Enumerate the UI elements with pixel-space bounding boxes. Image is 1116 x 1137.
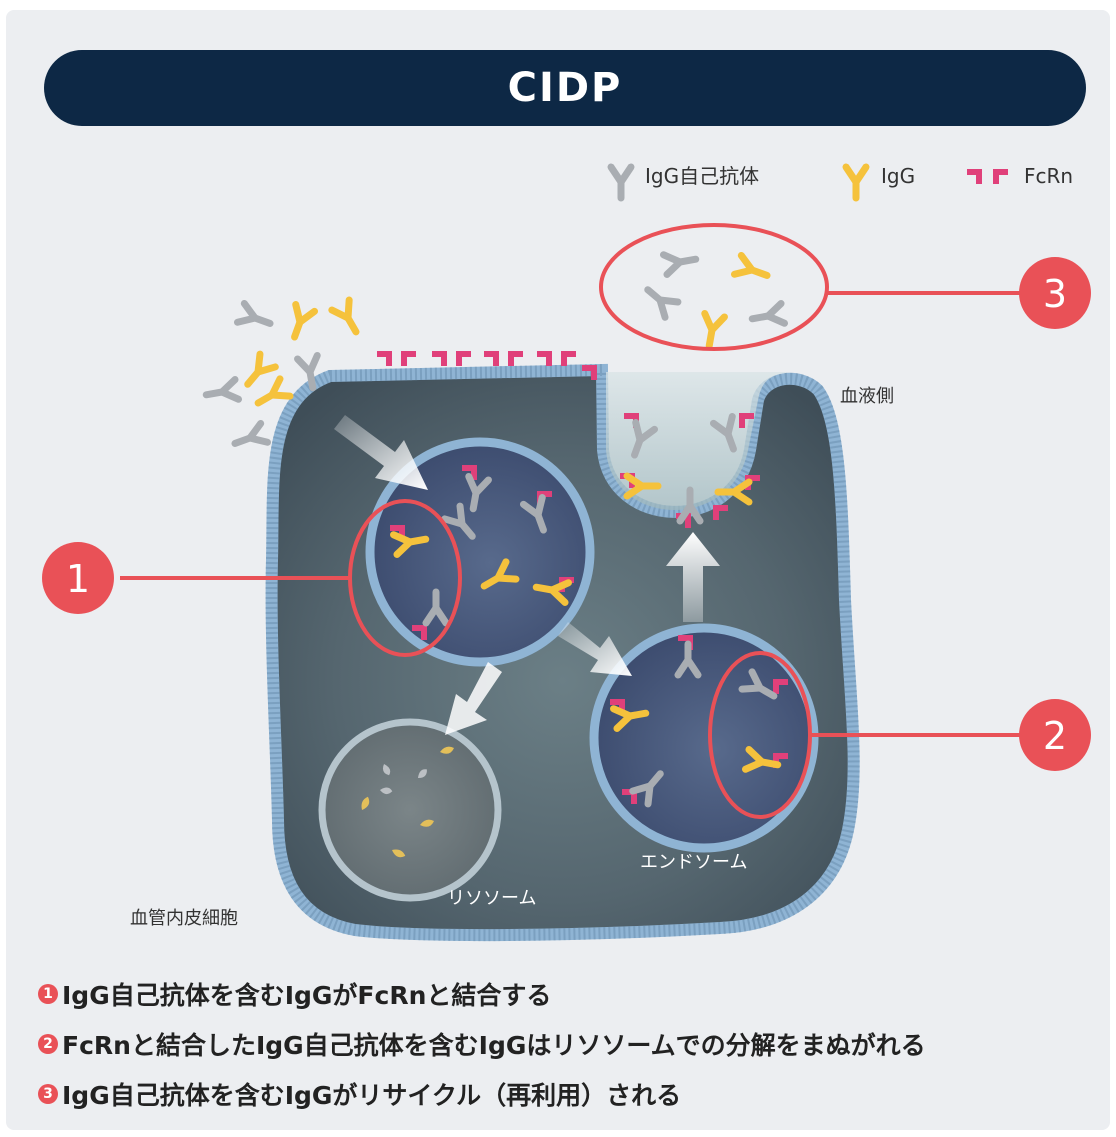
endothelial-cell-label: 血管内皮細胞 — [130, 908, 238, 929]
released-antibodies — [641, 249, 784, 347]
step-number-2: 2 — [38, 1034, 58, 1054]
lysosome-vesicle — [318, 718, 502, 902]
step-list: 1 IgG自己抗体を含むIgGがFcRnと結合する 2 FcRnと結合したIgG… — [38, 972, 1098, 1122]
flow-arrows — [334, 415, 720, 735]
highlight-ellipse-3 — [599, 223, 829, 351]
highlights — [120, 223, 1030, 819]
arrow-to-lysosome — [445, 662, 502, 735]
step-number-1: 1 — [38, 984, 58, 1004]
step-text-1: IgG自己抗体を含むIgGがFcRnと結合する — [62, 981, 552, 1010]
arrow-recycle-up — [666, 532, 720, 622]
step-item-2: 2 FcRnと結合したIgG自己抗体を含むIgGはリソソームでの分解をまぬがれる — [38, 1022, 1098, 1066]
step-text-3: IgG自己抗体を含むIgGがリサイクル（再利用）される — [62, 1081, 682, 1110]
recycling-pit — [606, 372, 790, 511]
lysosome-label: リソソーム — [447, 888, 536, 909]
arrow-entry — [334, 415, 428, 490]
marker-3-label: 3 — [1043, 272, 1067, 316]
cell-membrane-texture — [265, 363, 860, 942]
legend-fcrn-label: FcRn — [1024, 164, 1073, 188]
step-item-3: 3 IgG自己抗体を含むIgGがリサイクル（再利用）される — [38, 1072, 1098, 1116]
arrow-to-endosome — [558, 622, 632, 676]
legend-igg-icon — [846, 167, 866, 198]
blood-side-label: 血液側 — [840, 386, 894, 407]
step-item-1: 1 IgG自己抗体を含むIgGがFcRnと結合する — [38, 972, 1098, 1016]
legend-igg-label: IgG — [881, 164, 915, 188]
title-banner: CIDP — [44, 50, 1086, 126]
legend: IgG自己抗体 IgG FcRn — [611, 164, 1073, 198]
step-number-3: 3 — [38, 1084, 58, 1104]
marker-3: 3 — [1019, 257, 1091, 329]
legend-fcrn-icon — [967, 169, 1008, 184]
early-endosome-vesicle — [365, 437, 595, 667]
legend-autoantibody-label: IgG自己抗体 — [645, 164, 759, 188]
marker-2-label: 2 — [1043, 714, 1067, 758]
page-title: CIDP — [507, 65, 623, 111]
marker-1-label: 1 — [66, 557, 90, 601]
endosome-label: エンドソーム — [640, 852, 747, 873]
legend-autoantibody-icon — [611, 167, 631, 198]
marker-1: 1 — [42, 542, 114, 614]
step-text-2: FcRnと結合したIgG自己抗体を含むIgGはリソソームでの分解をまぬがれる — [62, 1031, 926, 1060]
marker-2: 2 — [1019, 699, 1091, 771]
